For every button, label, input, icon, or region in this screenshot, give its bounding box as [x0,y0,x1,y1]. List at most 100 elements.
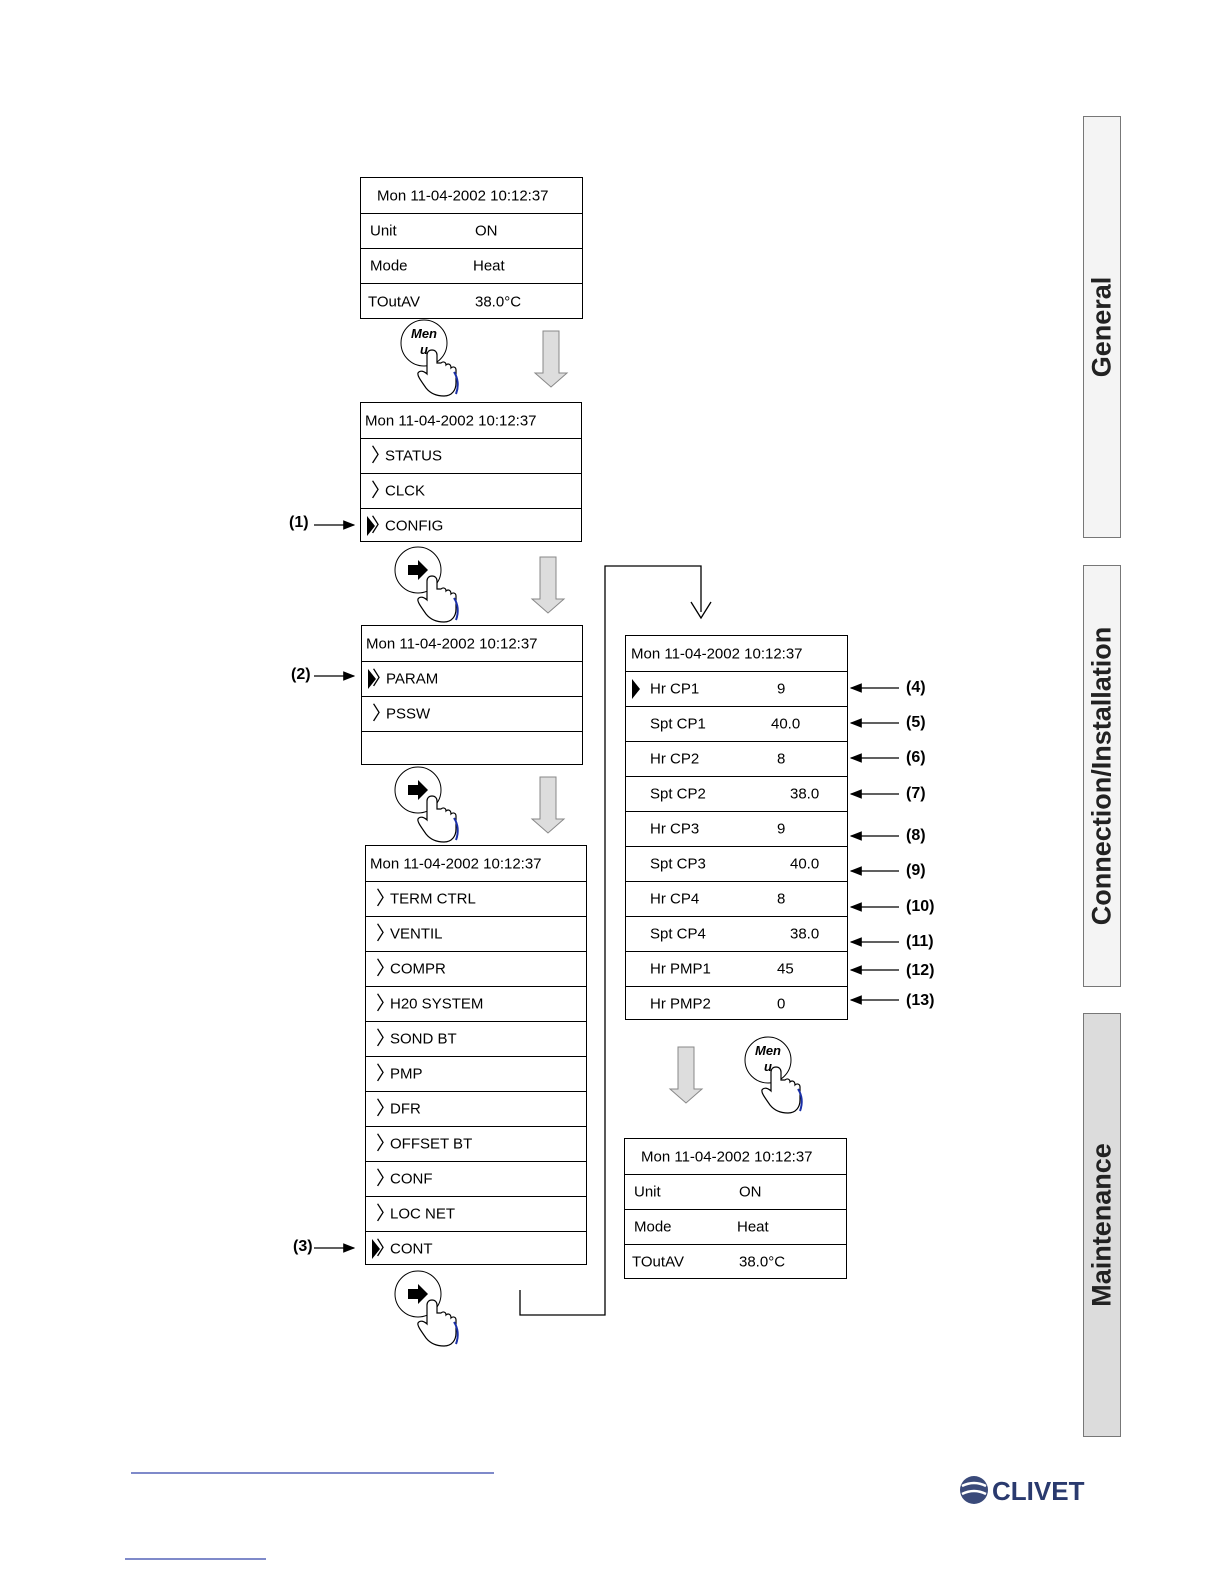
tab-maintenance[interactable]: Maintenance [1083,1013,1121,1437]
menu-item-compr[interactable]: 〉COMPR [366,951,586,986]
menu-item-dfr[interactable]: 〉DFR [366,1091,586,1126]
empty-row [362,731,582,765]
row-label: Hr PMP2 [650,995,711,1013]
row-value: 9 [777,680,786,698]
screen-header: Mon 11-04-2002 10:12:37 [361,178,582,213]
cursor-triangle-icon [632,679,640,699]
menu-item-label: COMPR [390,960,446,978]
row-value: 8 [777,750,786,768]
callout-6: (6) [906,749,926,766]
screen-header: Mon 11-04-2002 10:12:37 [625,1139,846,1174]
chevron-right-icon: 〉 [376,1238,396,1260]
callout-5: (5) [906,714,926,731]
screen-main-2: Mon 11-04-2002 10:12:37 Unit ON Mode Hea… [624,1138,847,1279]
down-arrow-icon [531,776,565,834]
row-label: Spt CP1 [650,715,706,733]
row-mode: Mode Heat [361,248,582,283]
right-arrow-button[interactable] [394,546,459,623]
menu-item-offset-bt[interactable]: 〉OFFSET BT [366,1126,586,1161]
callout-8: (8) [906,827,926,844]
screen-header: Mon 11-04-2002 10:12:37 [366,846,586,881]
menu-item-label: H20 SYSTEM [390,995,484,1013]
connector-line [519,565,702,1316]
brand-name: CLIVET [992,1476,1085,1506]
row-label: Mode [634,1218,672,1236]
callout-7: (7) [906,785,926,802]
screen-header: Mon 11-04-2002 10:12:37 [626,636,847,671]
row-value: Heat [473,257,505,275]
menu-item-label: VENTIL [390,925,443,943]
tab-label: Connection/Installation [1086,626,1117,926]
callout-4: (4) [906,679,926,696]
row-label: Hr CP3 [650,820,700,838]
menu-item-term-ctrl[interactable]: 〉TERM CTRL [366,881,586,916]
svg-text:u: u [420,342,428,357]
menu-item-pmp[interactable]: 〉PMP [366,1056,586,1091]
row-toutav: TOutAV 38.0°C [625,1244,846,1279]
chevron-right-icon: 〉 [371,515,391,536]
cursor-triangle-icon [372,1239,380,1259]
menu-item-conf[interactable]: 〉CONF [366,1161,586,1196]
datetime: Mon 11-04-2002 10:12:37 [641,1148,813,1165]
row-value: 38.0 [790,925,820,943]
row-toutav: TOutAV 38.0°C [361,283,582,319]
datetime: Mon 11-04-2002 10:12:37 [631,645,803,662]
tab-general[interactable]: General [1083,116,1121,538]
down-arrow-icon [669,1046,703,1104]
chevron-right-icon: 〉 [372,703,392,725]
callout-12: (12) [906,962,935,979]
row-value: Heat [737,1218,769,1236]
menu-item-pssw[interactable]: 〉 PSSW [362,696,582,731]
menu-item-loc-net[interactable]: 〉LOC NET [366,1196,586,1231]
row-value: 38.0 [790,785,820,803]
menu-item-label: OFFSET BT [390,1135,473,1153]
menu-item-label: LOC NET [390,1205,456,1223]
tab-connection-installation[interactable]: Connection/Installation [1083,565,1121,987]
row-label: Mode [370,257,408,275]
menu-button-label: Men [411,326,437,341]
right-arrow-icon [408,560,428,580]
callout-10: (10) [906,898,935,915]
right-arrow-icon [408,780,428,800]
svg-text:Men: Men [755,1043,781,1058]
menu-item-label: PMP [390,1065,423,1083]
chevron-right-icon: 〉 [376,1028,396,1050]
chevron-right-icon: 〉 [376,923,396,945]
menu-button[interactable]: Men u [744,1036,803,1114]
right-arrow-icon [408,1284,428,1304]
menu-item-clck[interactable]: 〉 CLCK [361,473,581,508]
menu-item-label: CLCK [385,482,426,500]
chevron-right-icon: 〉 [376,888,396,910]
menu-button[interactable]: Men u [400,319,459,397]
cursor-triangle-icon [368,669,376,689]
menu-item-label: DFR [390,1100,421,1118]
callout-2: (2) [291,666,311,683]
menu-item-label: CONT [390,1240,433,1258]
menu-item-status[interactable]: 〉 STATUS [361,438,581,473]
right-arrow-button[interactable] [394,766,459,843]
menu-item-h20-system[interactable]: 〉H20 SYSTEM [366,986,586,1021]
menu-item-ventil[interactable]: 〉VENTIL [366,916,586,951]
down-arrow-icon [531,556,565,614]
row-label: Unit [370,222,397,240]
menu-item-config[interactable]: 〉 CONFIG [361,508,581,542]
chevron-right-icon: 〉 [376,1133,396,1155]
menu-item-param[interactable]: 〉 PARAM [362,661,582,696]
menu-item-sond-bt[interactable]: 〉SOND BT [366,1021,586,1056]
tab-label: Maintenance [1086,1143,1117,1307]
datetime: Mon 11-04-2002 10:12:37 [365,412,537,429]
menu-item-label: STATUS [385,447,442,465]
right-arrow-button[interactable] [394,1270,459,1347]
menu-item-cont[interactable]: 〉CONT [366,1231,586,1266]
chevron-right-icon: 〉 [376,1168,396,1190]
callout-3: (3) [293,1238,313,1255]
